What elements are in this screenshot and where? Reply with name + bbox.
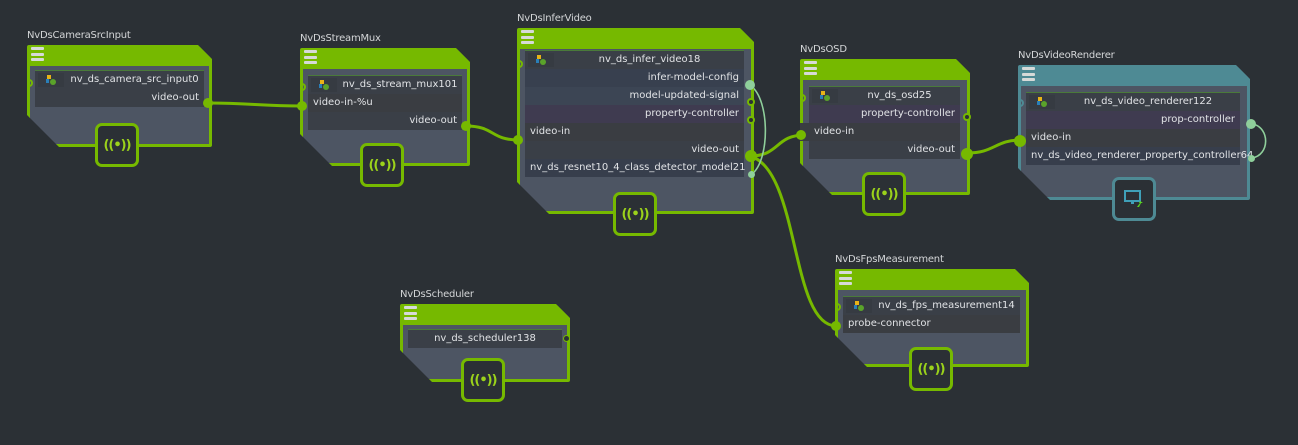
port-model-updated-signal[interactable]: model-updated-signal	[525, 87, 744, 105]
port-mux-video-in[interactable]	[297, 101, 307, 111]
component-row[interactable]: nv_ds_stream_mux101	[308, 76, 462, 94]
port-infer-video-in[interactable]	[513, 135, 523, 145]
component-icon	[846, 299, 872, 313]
port-model-updated-signal[interactable]	[747, 98, 755, 106]
port-renderer-prop-controller[interactable]	[1246, 119, 1256, 129]
drag-handle-icon[interactable]	[1022, 67, 1035, 81]
edge-camera-to-mux[interactable]	[207, 101, 303, 108]
component-row[interactable]: nv_ds_osd25	[809, 87, 960, 105]
node-camera-src-input[interactable]: NvDsCameraSrcInput nv_ds_camera_src_inpu…	[27, 30, 212, 167]
component-row[interactable]: nv_ds_camera_src_input0	[35, 71, 204, 89]
broadcast-icon: ((•))	[917, 361, 945, 377]
drag-handle-icon[interactable]	[304, 50, 317, 64]
broadcast-icon: ((•))	[621, 206, 649, 222]
edge-infer-model-config[interactable]	[750, 85, 767, 175]
port-infer-property-controller[interactable]	[747, 116, 755, 124]
port-osd-video-in[interactable]	[796, 130, 806, 140]
node-stream-mux[interactable]: NvDsStreamMux nv_ds_stream_mux101 video-…	[300, 33, 470, 187]
node-badge[interactable]: ((•))	[613, 192, 657, 236]
component-icon	[812, 89, 838, 103]
drag-handle-icon[interactable]	[839, 271, 852, 285]
port-video-in[interactable]: video-in	[525, 123, 744, 141]
edge-osd-to-renderer[interactable]	[966, 138, 1022, 155]
port-component-in[interactable]	[27, 79, 33, 87]
port-infer-model-in[interactable]	[748, 171, 755, 178]
port-component-in[interactable]	[835, 303, 841, 311]
component-row[interactable]: nv_ds_video_renderer122	[1026, 93, 1240, 111]
edge-renderer-prop-controller[interactable]	[1251, 123, 1267, 159]
component-row[interactable]: nv_ds_scheduler138	[408, 330, 562, 348]
port-property-controller[interactable]: property-controller	[525, 105, 744, 123]
port-component-in[interactable]	[517, 60, 523, 68]
node-type-label: NvDsOSD	[800, 44, 847, 55]
node-video-renderer[interactable]: NvDsVideoRenderer nv_ds_video_renderer12…	[1018, 50, 1253, 221]
port-property-controller[interactable]: property-controller	[809, 105, 960, 123]
port-renderer-video-in[interactable]	[1014, 135, 1026, 147]
port-probe-connector[interactable]: probe-connector	[843, 315, 1020, 333]
node-type-label: NvDsScheduler	[400, 289, 474, 300]
property-controller-component-row[interactable]: nv_ds_video_renderer_property_controller…	[1026, 147, 1253, 165]
node-badge[interactable]: ((•))	[360, 143, 404, 187]
port-camera-video-out[interactable]	[203, 98, 213, 108]
node-badge[interactable]	[1112, 177, 1156, 221]
port-infer-model-config[interactable]	[745, 80, 755, 90]
edge-mux-to-infer[interactable]	[465, 124, 520, 142]
port-component-in[interactable]	[300, 83, 306, 91]
component-icon	[38, 73, 64, 87]
node-badge[interactable]: ((•))	[461, 358, 505, 402]
broadcast-icon: ((•))	[103, 137, 131, 153]
node-badge[interactable]: ((•))	[862, 172, 906, 216]
drag-handle-icon[interactable]	[521, 30, 534, 44]
port-scheduler-out[interactable]	[563, 335, 570, 342]
port-video-in[interactable]: video-in	[800, 123, 960, 141]
port-infer-model-config[interactable]: infer-model-config	[525, 69, 744, 87]
port-video-out[interactable]: video-out	[809, 141, 960, 159]
node-scheduler[interactable]: NvDsScheduler nv_ds_scheduler138 ((•))	[400, 289, 570, 402]
edge-infer-to-fps[interactable]	[749, 154, 837, 328]
port-osd-video-out[interactable]	[961, 148, 973, 160]
broadcast-icon: ((•))	[368, 157, 396, 173]
port-video-in[interactable]: video-in	[1026, 129, 1240, 147]
node-type-label: NvDsStreamMux	[300, 33, 381, 44]
port-video-in[interactable]: video-in-%u	[308, 94, 462, 112]
monitor-icon	[1124, 190, 1143, 207]
node-fps-measurement[interactable]: NvDsFpsMeasurement nv_ds_fps_measurement…	[835, 254, 1029, 391]
port-fps-probe-connector[interactable]	[831, 321, 841, 331]
node-type-label: NvDsVideoRenderer	[1018, 50, 1115, 61]
node-type-label: NvDsFpsMeasurement	[835, 254, 944, 265]
component-row[interactable]: nv_ds_fps_measurement14	[843, 297, 1020, 315]
node-infer-video[interactable]: NvDsInferVideo nv_ds_infer_video18 infer…	[517, 13, 754, 236]
node-badge[interactable]: ((•))	[95, 123, 139, 167]
port-renderer-controller-in[interactable]	[1248, 155, 1255, 162]
port-component-in[interactable]	[800, 94, 806, 102]
model-component-row[interactable]: nv_ds_resnet10_4_class_detector_model21	[525, 159, 745, 177]
node-type-label: NvDsInferVideo	[517, 13, 592, 24]
node-osd[interactable]: NvDsOSD nv_ds_osd25 property-controller …	[800, 44, 970, 216]
port-mux-video-out[interactable]	[461, 121, 471, 131]
component-row[interactable]: nv_ds_infer_video18	[525, 51, 744, 69]
port-video-out[interactable]: video-out	[308, 112, 462, 130]
broadcast-icon: ((•))	[469, 372, 497, 388]
component-icon	[311, 78, 337, 92]
node-badge[interactable]: ((•))	[909, 347, 953, 391]
port-infer-video-out[interactable]	[745, 150, 757, 162]
component-icon	[528, 53, 554, 67]
drag-handle-icon[interactable]	[804, 61, 817, 75]
port-prop-controller[interactable]: prop-controller	[1026, 111, 1240, 129]
port-video-out[interactable]: video-out	[525, 141, 744, 159]
drag-handle-icon[interactable]	[31, 47, 44, 61]
port-component-in[interactable]	[1018, 99, 1024, 107]
port-video-out[interactable]: video-out	[35, 89, 204, 107]
port-osd-property-controller[interactable]	[963, 113, 971, 121]
drag-handle-icon[interactable]	[404, 306, 417, 320]
component-icon	[1029, 95, 1055, 109]
broadcast-icon: ((•))	[870, 186, 898, 202]
node-type-label: NvDsCameraSrcInput	[27, 30, 131, 41]
